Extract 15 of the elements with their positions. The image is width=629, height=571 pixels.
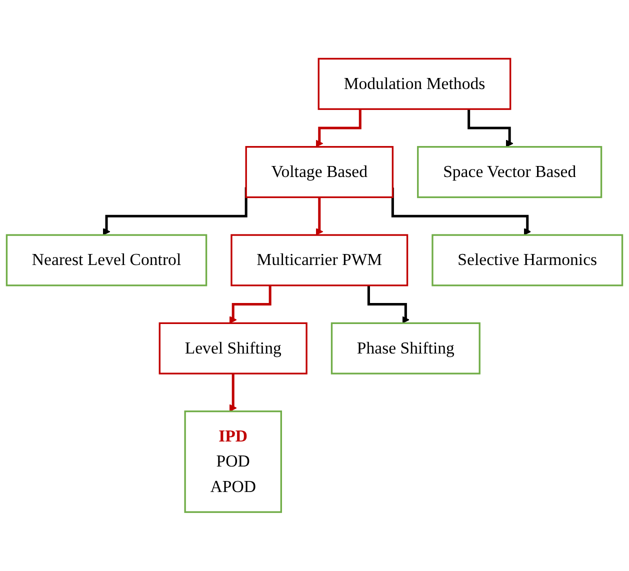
node-box: Multicarrier PWM [230,234,408,286]
node-box: Phase Shifting [330,322,480,374]
arrow [468,109,514,148]
node-box: Modulation Methods [318,58,512,110]
node-box: Nearest Level Control [6,234,208,286]
arrow [367,286,410,324]
node-box: Voltage Based [245,146,394,198]
arrow [316,109,362,148]
arrow [229,374,237,412]
arrow [316,197,324,236]
node-box: Space Vector Based [417,146,602,198]
arrow [229,286,272,324]
node-box: IPD POD APOD [184,410,282,514]
node-box: Level Shifting [158,322,308,374]
node-box: Selective Harmonics [432,234,624,286]
